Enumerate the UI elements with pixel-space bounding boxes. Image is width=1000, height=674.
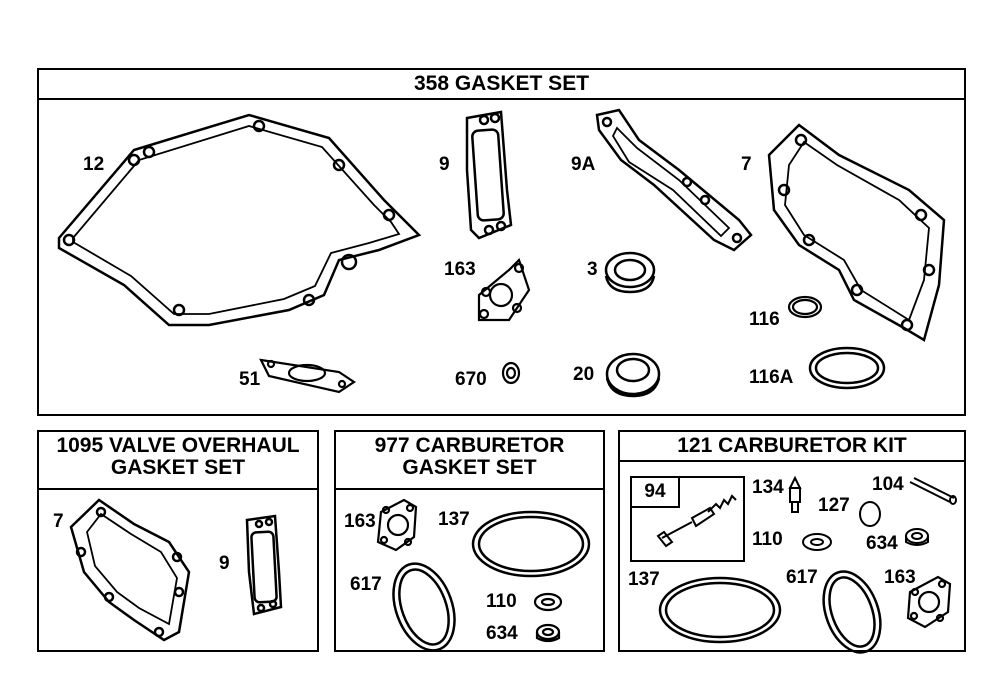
callout-634: 634 bbox=[486, 623, 518, 644]
callout-137: 137 bbox=[628, 569, 660, 590]
needle-kit-label: 94 bbox=[632, 478, 680, 508]
callout-116: 116 bbox=[749, 309, 780, 330]
washer-part-634 bbox=[905, 528, 929, 546]
gasket-part-163 bbox=[477, 257, 531, 322]
washer-part-110 bbox=[802, 533, 832, 551]
gasket-part-163 bbox=[376, 498, 418, 552]
gasket-part-617 bbox=[392, 562, 456, 652]
valve-overhaul-title: 1095 VALVE OVERHAUL GASKET SET bbox=[39, 432, 317, 490]
exhaust-gasket-part-51 bbox=[259, 358, 356, 394]
callout-670: 670 bbox=[455, 369, 487, 390]
callout-617: 617 bbox=[786, 567, 818, 588]
callout-163: 163 bbox=[444, 259, 476, 280]
carb-kit-title-text: 121 CARBURETOR KIT bbox=[677, 434, 907, 457]
gasket-part-617 bbox=[822, 570, 882, 654]
callout-7: 7 bbox=[741, 154, 752, 175]
callout-104: 104 bbox=[872, 474, 904, 495]
callout-3: 3 bbox=[587, 259, 598, 280]
carb-kit-panel: 121 CARBURETOR KIT 94 bbox=[618, 430, 966, 654]
callout-51: 51 bbox=[239, 369, 261, 390]
callout-134: 134 bbox=[752, 477, 784, 498]
carb-gasket-title: 977 CARBURETOR GASKET SET bbox=[336, 432, 603, 490]
carb-kit-drawing bbox=[656, 475, 957, 654]
gasket-part-137 bbox=[658, 576, 782, 644]
head-gasket-part-7 bbox=[767, 123, 946, 342]
head-gasket-part-7 bbox=[69, 498, 191, 642]
seal-part-20 bbox=[605, 352, 661, 398]
callout-634: 634 bbox=[866, 533, 898, 554]
valve-overhaul-title-line2: GASKET SET bbox=[110, 456, 246, 479]
manifold-gasket-part-9a bbox=[595, 108, 753, 252]
callout-116a: 116A bbox=[749, 367, 794, 388]
gasket-set-title-text: 358 GASKET SET bbox=[413, 72, 590, 95]
callout-163: 163 bbox=[344, 511, 376, 532]
callout-163: 163 bbox=[884, 567, 916, 588]
needle-valve-part-94 bbox=[656, 494, 737, 548]
gasket-part-9 bbox=[465, 110, 513, 240]
gasket-part-9 bbox=[245, 514, 283, 616]
plug-part-127 bbox=[859, 501, 881, 527]
crankcase-gasket-part-12 bbox=[57, 113, 422, 327]
callout-110: 110 bbox=[486, 591, 517, 612]
callout-9: 9 bbox=[439, 154, 450, 175]
valve-overhaul-panel: 1095 VALVE OVERHAUL GASKET SET 7 9 bbox=[37, 430, 319, 652]
gasket-part-137 bbox=[471, 510, 591, 578]
callout-127: 127 bbox=[818, 495, 850, 516]
o-ring-part-116 bbox=[787, 295, 823, 319]
gasket-set-title: 358 GASKET SET bbox=[39, 70, 964, 100]
callout-12: 12 bbox=[83, 154, 105, 175]
carb-gasket-panel: 977 CARBURETOR GASKET SET 163 137 617 11… bbox=[334, 430, 605, 652]
callout-9: 9 bbox=[219, 553, 230, 574]
callout-617: 617 bbox=[350, 574, 382, 595]
needle-part-134 bbox=[788, 475, 802, 513]
gasket-part-163 bbox=[906, 575, 952, 629]
washer-part-110 bbox=[533, 592, 563, 612]
needle-kit-box: 94 bbox=[630, 476, 745, 562]
carb-gasket-drawing bbox=[376, 498, 591, 652]
valve-overhaul-drawing bbox=[69, 498, 283, 642]
carb-kit-title: 121 CARBURETOR KIT bbox=[620, 432, 964, 462]
gasket-set-drawing bbox=[57, 108, 946, 398]
oil-seal-part-3 bbox=[604, 251, 656, 294]
washer-part-670 bbox=[501, 361, 521, 385]
carb-gasket-title-line1: 977 CARBURETOR bbox=[374, 434, 565, 457]
valve-overhaul-title-line1: 1095 VALVE OVERHAUL bbox=[56, 434, 300, 457]
callout-20: 20 bbox=[573, 364, 595, 385]
callout-7: 7 bbox=[53, 511, 64, 532]
carb-gasket-title-line2: GASKET SET bbox=[402, 456, 537, 479]
callout-110: 110 bbox=[752, 529, 783, 550]
washer-part-634 bbox=[535, 623, 561, 643]
callout-9a: 9A bbox=[571, 154, 596, 175]
o-ring-part-116a bbox=[808, 346, 886, 390]
callout-137: 137 bbox=[438, 509, 470, 530]
gasket-set-panel: 358 GASKET SET bbox=[37, 68, 966, 416]
pin-part-104 bbox=[909, 477, 957, 505]
